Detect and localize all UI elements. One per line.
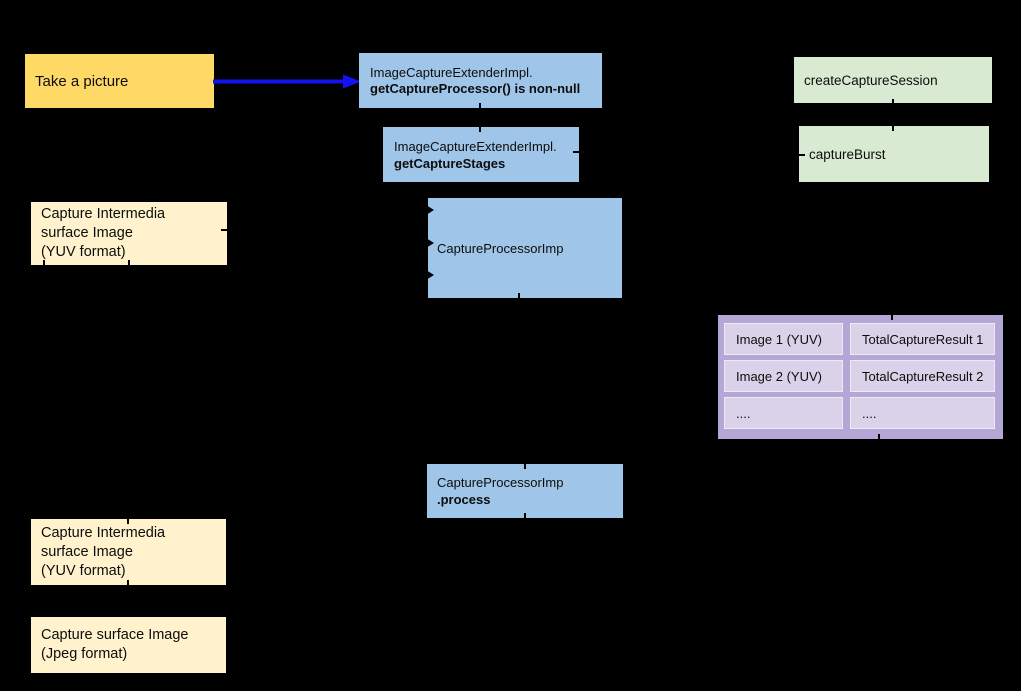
table-cell: TotalCaptureResult 1 — [850, 323, 995, 355]
node-capture-processor-imp: CaptureProcessorImp — [428, 198, 622, 298]
connector-remnant-tick — [892, 126, 894, 131]
connector-remnant-tick — [127, 580, 129, 585]
node-label-line1: Capture Intermedia — [41, 206, 166, 222]
node-capture-processor-process: CaptureProcessorImp .process — [427, 464, 623, 518]
node-label: CaptureProcessorImp — [437, 240, 564, 256]
connector-remnant-tick — [573, 151, 579, 153]
flow-arrow — [213, 74, 361, 89]
node-get-capture-stages: ImageCaptureExtenderImpl. getCaptureStag… — [383, 127, 579, 182]
connector-remnant-tick — [524, 464, 526, 469]
node-label-line2: .process — [437, 492, 491, 507]
node-label-line1: CaptureProcessorImp — [437, 475, 564, 490]
connector-remnant-tick — [128, 260, 130, 265]
node-get-capture-processor: ImageCaptureExtenderImpl. getCaptureProc… — [359, 53, 602, 108]
node-label: captureBurst — [809, 146, 886, 162]
table-cell: Image 2 (YUV) — [724, 360, 843, 392]
connector-remnant-tick — [127, 519, 129, 524]
connector-remnant-tick — [891, 315, 893, 320]
node-label-line1: Capture Intermedia — [41, 524, 166, 541]
node-label-line2: surface Image — [41, 225, 133, 241]
node-label-line1: Capture surface Image — [41, 627, 189, 643]
node-label-line2: surface Image — [41, 543, 133, 560]
table-cell: .... — [724, 397, 843, 429]
node-label: Take a picture — [35, 72, 129, 90]
node-label-line3: (YUV format) — [41, 562, 126, 579]
node-capture-intermedia-surface-yuv-top: Capture Intermedia surface Image (YUV fo… — [31, 202, 227, 265]
node-label-line2: getCaptureProcessor() is non-null — [370, 80, 581, 96]
node-label-line1: ImageCaptureExtenderImpl. — [370, 64, 533, 80]
node-take-a-picture: Take a picture — [25, 54, 214, 108]
node-capture-burst: captureBurst — [799, 126, 989, 182]
connector-remnant-tick — [878, 434, 880, 439]
connector-remnant-tick — [221, 229, 227, 231]
connector-remnant-tick — [892, 99, 894, 104]
node-label-line2: getCaptureStages — [394, 155, 506, 171]
hidden-arrowhead-remnant — [426, 205, 434, 215]
node-label-line3: (YUV format) — [41, 244, 126, 260]
connector-remnant-tick — [479, 127, 481, 132]
node-label-line2: (Jpeg format) — [41, 646, 128, 662]
table-cell: .... — [850, 397, 995, 429]
connector-remnant-tick — [43, 260, 45, 265]
node-capture-surface-jpeg: Capture surface Image (Jpeg format) — [31, 617, 226, 673]
hidden-arrowhead-remnant — [426, 270, 434, 280]
connector-remnant-tick — [799, 154, 805, 156]
node-create-capture-session: createCaptureSession — [794, 57, 992, 103]
node-capture-intermedia-surface-yuv-bottom: Capture Intermedia surface Image (YUV fo… — [31, 519, 226, 585]
node-label: createCaptureSession — [804, 72, 938, 88]
connector-remnant-tick — [479, 103, 481, 108]
node-label-line1: ImageCaptureExtenderImpl. — [394, 138, 557, 154]
table-cell: TotalCaptureResult 2 — [850, 360, 995, 392]
connector-remnant-tick — [518, 293, 520, 298]
capture-results-table: Image 1 (YUV) TotalCaptureResult 1 Image… — [718, 315, 1003, 439]
connector-remnant-tick — [524, 513, 526, 518]
table-cell: Image 1 (YUV) — [724, 323, 843, 355]
hidden-arrowhead-remnant — [426, 238, 434, 248]
